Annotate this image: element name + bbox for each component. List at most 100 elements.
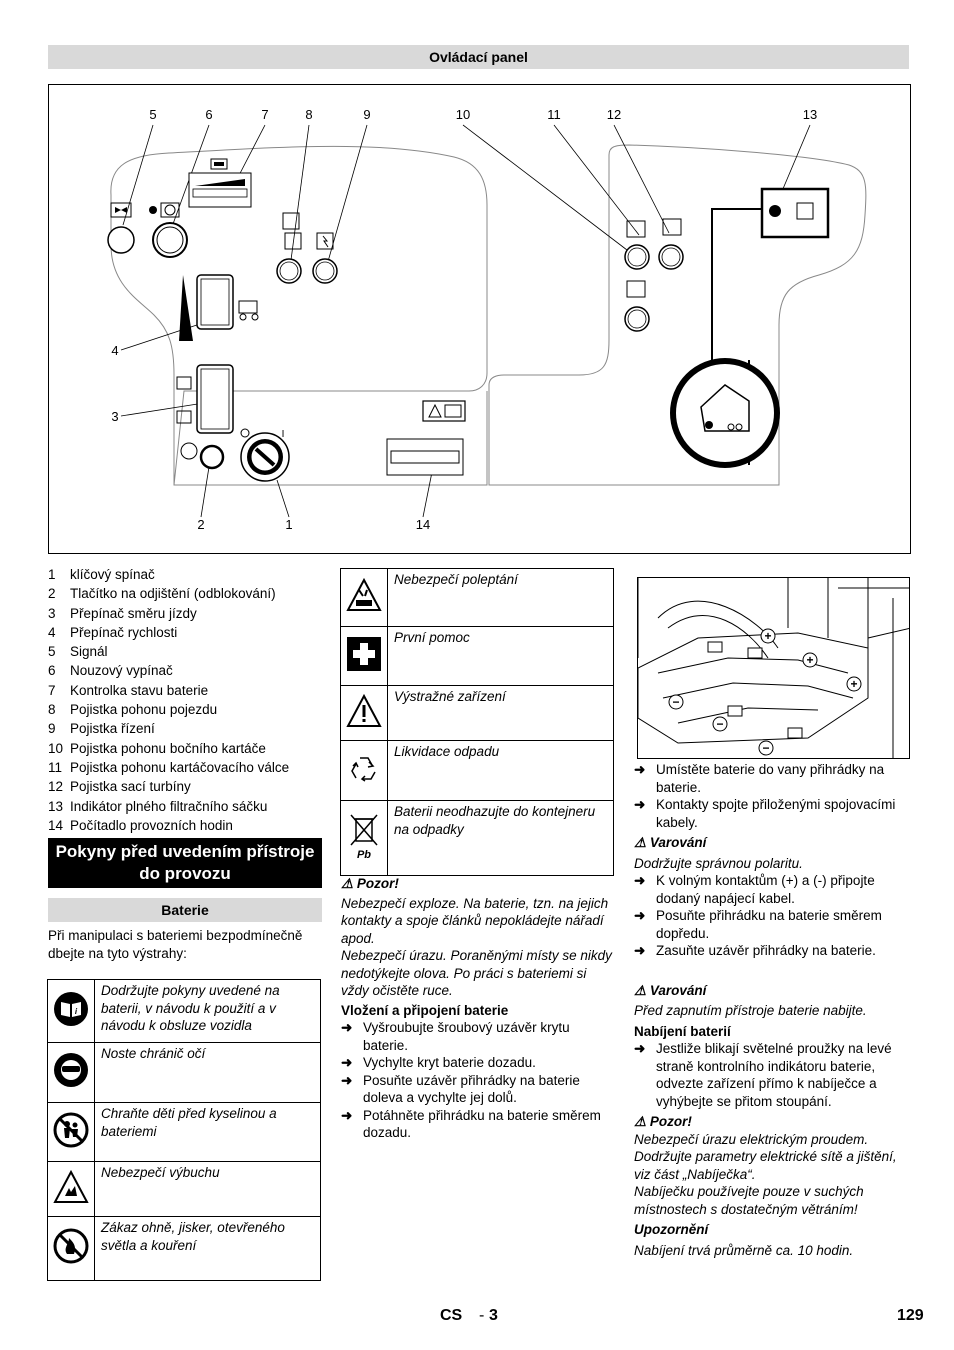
battery-subheader: Baterie bbox=[48, 898, 322, 922]
callout-10: 10 bbox=[456, 107, 470, 122]
callout-3: 3 bbox=[111, 409, 118, 424]
step-item: Kontakty spojte přiloženými spojovacími … bbox=[634, 796, 914, 831]
callout-13: 13 bbox=[803, 107, 817, 122]
warning-triangle-icon: ⚠ bbox=[634, 982, 647, 998]
footer-language: CS bbox=[440, 1307, 463, 1324]
warning-text: Před zapnutím přístroje baterie nabijte. bbox=[634, 1003, 867, 1018]
symbol-text: Nebezpečí poleptání bbox=[387, 568, 614, 627]
caution-text: Nebezpečí exploze. Na baterie, tzn. na j… bbox=[341, 895, 609, 946]
release-button bbox=[199, 444, 225, 470]
signal-button bbox=[107, 226, 135, 254]
symbol-text: Likvidace odpadu bbox=[387, 740, 614, 801]
no-fire-icon bbox=[47, 1216, 95, 1281]
battery-intro: Při manipulaci s bateriemi bezpodmínečně… bbox=[48, 928, 303, 961]
svg-text:−: − bbox=[716, 717, 723, 731]
column-2-text: ⚠ Pozor! Nebezpečí exploze. Na baterie, … bbox=[341, 875, 616, 1142]
charge-title: Nabíjení baterií bbox=[634, 1023, 731, 1039]
explosion-icon bbox=[47, 1161, 95, 1217]
callout-6: 6 bbox=[205, 107, 212, 122]
left-panel-outline bbox=[110, 145, 488, 486]
svg-text:+: + bbox=[850, 677, 857, 691]
symbol-text: Zákaz ohně, jisker, otevřeného světla a … bbox=[94, 1216, 321, 1281]
svg-text:Pb: Pb bbox=[357, 849, 371, 861]
step-item: Posuňte přihrádku na baterie směrem dopř… bbox=[634, 907, 914, 942]
symbol-text: Nebezpečí výbuchu bbox=[94, 1161, 321, 1217]
step-item: Posuňte uzávěr přihrádky na baterie dole… bbox=[341, 1072, 616, 1107]
caution-heading: ⚠ Pozor! bbox=[341, 876, 399, 891]
symbol-text: První pomoc bbox=[387, 626, 614, 686]
callout-1: 1 bbox=[285, 517, 292, 532]
callout-9: 9 bbox=[363, 107, 370, 122]
speed-switch bbox=[196, 274, 234, 330]
step-item: Zasuňte uzávěr přihrádky na baterie. bbox=[634, 942, 914, 960]
symbol-text: Dodržujte pokyny uvedené na baterii, v n… bbox=[94, 979, 321, 1043]
section-title-before-operation: Pokyny před uvedením přístroje do provoz… bbox=[48, 838, 322, 888]
svg-text:+: + bbox=[764, 629, 771, 643]
section-header-text: Ovládací panel bbox=[429, 49, 528, 65]
section-header-control-panel: Ovládací panel bbox=[48, 45, 909, 69]
hour-meter bbox=[386, 438, 464, 476]
step-item: K volným kontaktům (+) a (-) připojte do… bbox=[634, 872, 914, 907]
machine-symbol-icon bbox=[670, 358, 780, 468]
caution-heading: ⚠ Pozor! bbox=[634, 1114, 692, 1129]
caution-text: Nabíječku používejte pouze v suchých mís… bbox=[634, 1184, 864, 1217]
warning-triangle-icon: ⚠ bbox=[341, 876, 354, 891]
svg-text:−: − bbox=[672, 695, 679, 709]
callout-8: 8 bbox=[305, 107, 312, 122]
battery-tray-illustration: +++ −−− bbox=[637, 577, 910, 759]
step-item: Vychylte kryt baterie dozadu. bbox=[341, 1054, 616, 1072]
fuse-roller-brush bbox=[658, 244, 684, 270]
install-title: Vložení a připojení baterie bbox=[341, 1002, 509, 1018]
callout-5: 5 bbox=[149, 107, 156, 122]
caution-text: Nebezpečí úrazu. Poraněnými místy se nik… bbox=[341, 948, 612, 998]
callout-14: 14 bbox=[416, 517, 430, 532]
battery-symbols-table-left: i Dodržujte pokyny uvedené na baterii, v… bbox=[47, 979, 321, 1281]
warning-triangle-icon: ⚠ bbox=[634, 835, 647, 850]
column-3-text: Umístěte baterie do vany přihrádky na ba… bbox=[634, 761, 914, 1259]
battery-symbols-table-right: Nebezpečí poleptání První pomoc Výstražn… bbox=[340, 568, 614, 876]
warning-text: Dodržujte správnou polaritu. bbox=[634, 855, 803, 871]
note-text: Nabíjení trvá průměrně ca. 10 hodin. bbox=[634, 1242, 854, 1258]
caution-text: Nebezpečí úrazu elektrickým proudem. Dod… bbox=[634, 1131, 897, 1182]
svg-text:I: I bbox=[282, 429, 285, 440]
first-aid-icon bbox=[340, 626, 388, 686]
callout-11: 11 bbox=[547, 107, 561, 122]
note-heading: Upozornění bbox=[634, 1222, 709, 1237]
fuse-side-brush bbox=[624, 244, 650, 270]
manual-icon: i bbox=[47, 979, 95, 1043]
symbol-text: Chraňte děti před kyselinou a bateriemi bbox=[94, 1102, 321, 1162]
step-item: Umístěte baterie do vany přihrádky na ba… bbox=[634, 761, 914, 796]
svg-text:−: − bbox=[762, 741, 769, 755]
right-panel-outline bbox=[488, 144, 867, 486]
callout-12: 12 bbox=[607, 107, 621, 122]
symbol-text: Noste chránič očí bbox=[94, 1042, 321, 1103]
svg-text:i: i bbox=[75, 1007, 78, 1016]
symbol-text: Výstražné zařízení bbox=[387, 685, 614, 741]
callout-4: 4 bbox=[111, 343, 118, 358]
footer-separator: - bbox=[479, 1307, 485, 1324]
footer-local-page: 3 bbox=[489, 1307, 498, 1324]
step-item: Vyšroubujte šroubový uzávěr krytu bateri… bbox=[341, 1019, 616, 1054]
symbol-text: Baterii neodhazujte do kontejneru na odp… bbox=[387, 800, 614, 876]
warning-triangle-icon bbox=[340, 685, 388, 741]
warning-heading: ⚠ Varování bbox=[634, 982, 707, 998]
control-panel-diagram: 5 6 7 8 9 10 11 12 13 4 3 2 1 14 bbox=[48, 84, 911, 554]
signal-horn-icon bbox=[110, 202, 132, 218]
emergency-stop-button bbox=[152, 222, 188, 258]
fuse-suction-turbine bbox=[624, 306, 650, 332]
corrosive-icon bbox=[340, 568, 388, 627]
recycling-icon bbox=[340, 740, 388, 801]
callout-2: 2 bbox=[197, 517, 204, 532]
